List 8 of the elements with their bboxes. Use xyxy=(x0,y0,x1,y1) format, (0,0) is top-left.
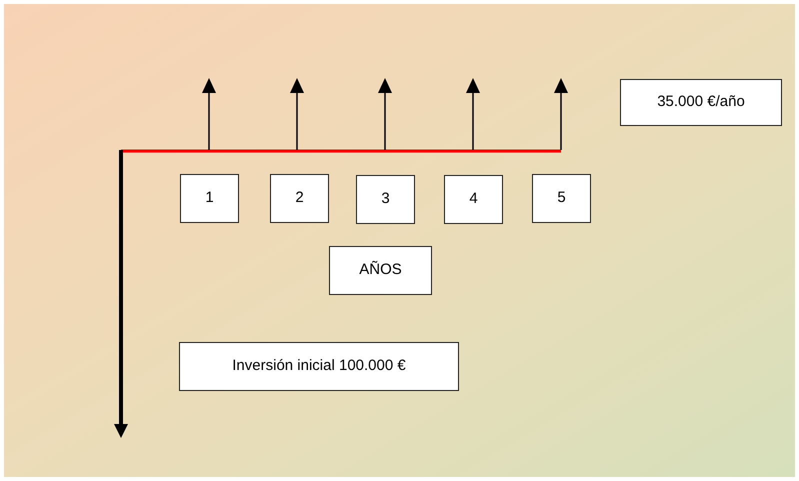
text-box: 35.000 €/año xyxy=(620,79,782,126)
text-box: 5 xyxy=(532,174,591,223)
text-box: Inversión inicial 100.000 € xyxy=(179,342,459,391)
text-box: 1 xyxy=(180,174,239,223)
text-box: 3 xyxy=(356,175,415,224)
text-box: 4 xyxy=(444,175,503,224)
text-box: AÑOS xyxy=(329,246,432,295)
text-box: 2 xyxy=(270,174,329,223)
